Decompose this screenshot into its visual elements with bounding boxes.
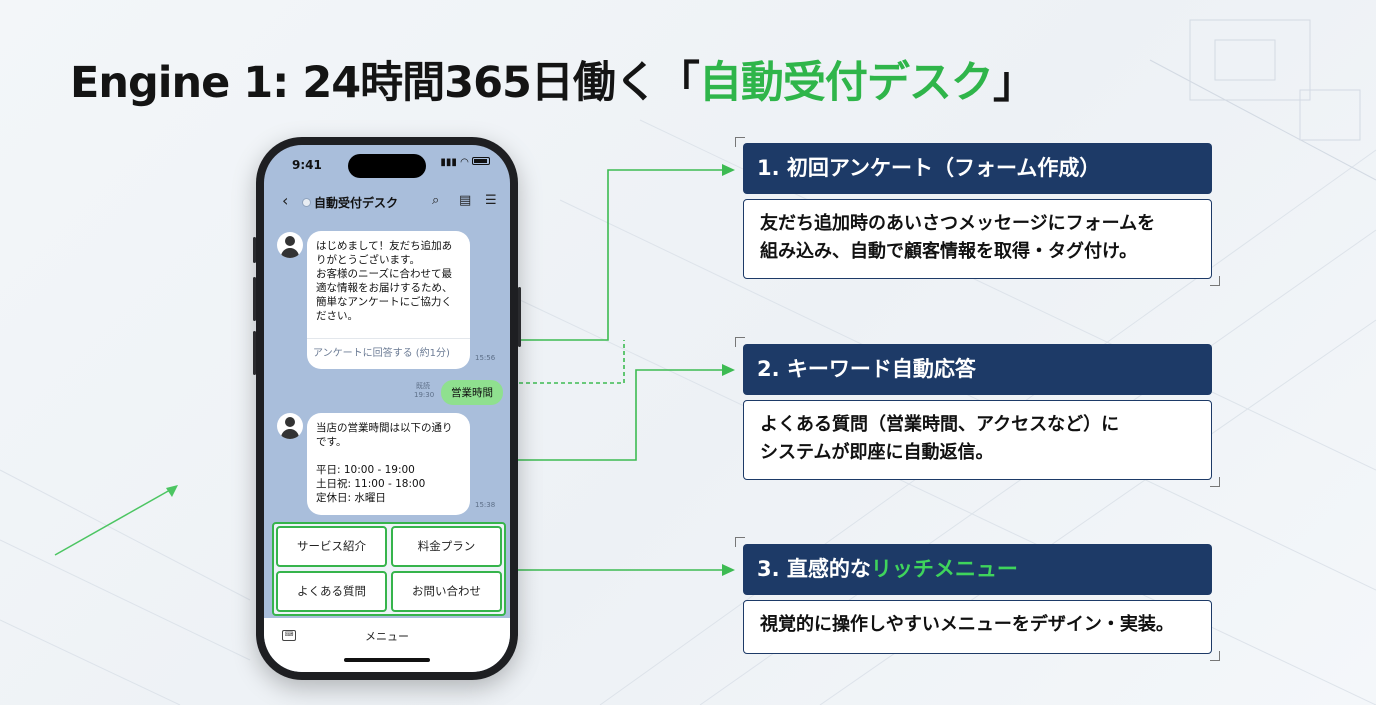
home-indicator	[344, 658, 430, 662]
rich-menu-pricing-button[interactable]: 料金プラン	[391, 526, 502, 567]
message-text: 当店の営業時間は以下の通りです。 平日: 10:00 - 19:00 土日祝: …	[316, 422, 453, 504]
feature-2-description: よくある質問（営業時間、アクセスなど）に システムが即座に自動返信。	[743, 400, 1212, 480]
corner-bracket	[1210, 276, 1220, 286]
page-title: Engine 1: 24時間365日働く「自動受付デスク」	[70, 58, 1036, 108]
survey-link[interactable]: アンケートに回答する (約1分)	[313, 348, 450, 359]
chat-header: ‹ 自動受付デスク ⌕ ▤ ☰	[264, 189, 510, 217]
feature-3-description: 視覚的に操作しやすいメニューをデザイン・実装。	[743, 600, 1212, 654]
search-icon[interactable]: ⌕	[432, 193, 440, 208]
dynamic-island	[348, 154, 426, 178]
chat-title: 自動受付デスク	[314, 196, 399, 210]
corner-bracket	[735, 337, 745, 347]
rich-menu-service-button[interactable]: サービス紹介	[276, 526, 387, 567]
phone-screen: 9:41 ▮▮▮ ◠ ‹ 自動受付デスク ⌕ ▤ ☰ はじめまして！友だち追加あ…	[264, 145, 510, 672]
bottom-bar: ⌨ メニュー	[264, 618, 510, 672]
message-text: はじめまして！友だち追加ありがとうございます。 お客様のニーズに合わせて最適な情…	[316, 240, 453, 322]
feature-1-description: 友だち追加時のあいさつメッセージにフォームを 組み込み、自動で顧客情報を取得・タ…	[743, 199, 1212, 279]
read-status: 既読	[416, 382, 430, 390]
feature-3-text: 視覚的に操作しやすいメニューをデザイン・実装。	[760, 614, 1174, 635]
feature-3-heading: 3. 直感的なリッチメニュー	[743, 544, 1212, 595]
feature-1-heading: 1. 初回アンケート（フォーム作成）	[743, 143, 1212, 194]
message-bubble-greeting: はじめまして！友だち追加ありがとうございます。 お客様のニーズに合わせて最適な情…	[307, 231, 470, 369]
notes-icon[interactable]: ▤	[459, 193, 472, 208]
battery-icon	[472, 157, 490, 165]
status-icons: ▮▮▮ ◠	[440, 157, 490, 168]
message-time: 15:56	[475, 354, 496, 362]
status-time: 9:41	[292, 158, 322, 172]
keyboard-icon[interactable]: ⌨	[282, 630, 296, 641]
status-bar: 9:41 ▮▮▮ ◠	[264, 145, 510, 187]
user-message-time: 19:30	[414, 391, 435, 399]
feature-1-text: 友だち追加時のあいさつメッセージにフォームを 組み込み、自動で顧客情報を取得・タ…	[760, 213, 1156, 262]
avatar	[277, 232, 303, 258]
corner-bracket	[735, 537, 745, 547]
menu-icon[interactable]: ☰	[485, 193, 497, 208]
corner-bracket	[735, 137, 745, 147]
rich-menu-contact-button[interactable]: お問い合わせ	[391, 571, 502, 612]
divider	[307, 338, 470, 339]
phone-mockup: 9:41 ▮▮▮ ◠ ‹ 自動受付デスク ⌕ ▤ ☰ はじめまして！友だち追加あ…	[253, 137, 521, 680]
avatar	[277, 413, 303, 439]
account-icon	[302, 198, 311, 207]
rich-menu: サービス紹介 料金プラン よくある質問 お問い合わせ	[272, 522, 506, 616]
back-icon[interactable]: ‹	[282, 191, 289, 210]
corner-bracket	[1210, 477, 1220, 487]
message-bubble-hours: 当店の営業時間は以下の通りです。 平日: 10:00 - 19:00 土日祝: …	[307, 413, 470, 515]
feature-2-text: よくある質問（営業時間、アクセスなど）に システムが即座に自動返信。	[760, 414, 1120, 463]
corner-bracket	[1210, 651, 1220, 661]
message-time: 15:38	[475, 501, 496, 509]
feature-2-heading: 2. キーワード自動応答	[743, 344, 1212, 395]
rich-menu-faq-button[interactable]: よくある質問	[276, 571, 387, 612]
menu-toggle[interactable]: メニュー	[365, 630, 409, 643]
user-message-bubble: 営業時間	[441, 380, 503, 405]
